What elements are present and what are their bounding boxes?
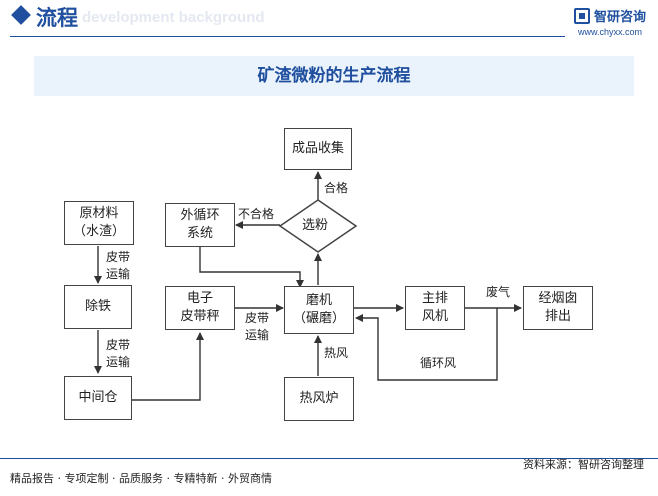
node-main-fan: 主排 风机 <box>405 286 465 330</box>
header-rule <box>10 36 565 37</box>
node-main-fan-line1: 主排 <box>421 291 448 306</box>
brand-logo-icon <box>573 7 590 24</box>
node-belt-scale: 电子 皮带秤 <box>165 286 235 330</box>
brand: 智研咨询 www.chyxx.com <box>573 6 646 37</box>
node-classifier-label: 选粉 <box>302 218 329 233</box>
node-hot-air-furnace-label: 热风炉 <box>299 391 339 406</box>
diagram-title: 矿渣微粉的生产流程 <box>34 56 634 96</box>
edge-label-belt-conveyor-2-line2: 运输 <box>106 355 131 369</box>
edge-label-belt-conveyor-1-line2: 运输 <box>106 267 131 281</box>
node-intermediate-silo-label: 中间仓 <box>78 390 118 405</box>
arrow-silo-to-scale <box>132 332 204 401</box>
node-chimney-line2: 排出 <box>544 309 571 324</box>
node-chimney: 经烟囱 排出 <box>523 286 593 330</box>
node-iron-removal-label: 除铁 <box>84 299 111 314</box>
node-external-circulation-line2: 系统 <box>186 226 213 241</box>
page-title: 流程 <box>36 6 78 30</box>
node-raw-material: 原材料 （水渣） <box>64 201 134 245</box>
edge-label-belt-conveyor-1-line1: 皮带 <box>106 250 131 264</box>
node-iron-removal: 除铁 <box>64 285 132 329</box>
header-watermark: development background <box>82 9 265 26</box>
node-finished-collection: 成品收集 <box>284 128 352 170</box>
node-finished-collection-label: 成品收集 <box>291 141 344 156</box>
edge-label-hot-air: 热风 <box>324 346 349 360</box>
edge-label-belt-conveyor-3-line1: 皮带 <box>245 311 270 325</box>
node-main-fan-line2: 风机 <box>421 309 448 324</box>
edge-label-belt-conveyor-3-line2: 运输 <box>245 328 270 342</box>
edge-label-qualified: 合格 <box>324 181 349 195</box>
brand-url: www.chyxx.com <box>577 27 642 37</box>
node-raw-material-line2: （水渣） <box>72 224 125 239</box>
edge-label-circulating-air: 循环风 <box>420 356 457 370</box>
classifier-diamond <box>278 199 358 253</box>
edge-label-belt-conveyor-2: 皮带 运输 <box>106 337 130 371</box>
node-external-circulation-line1: 外循环 <box>180 208 220 223</box>
brand-name: 智研咨询 <box>593 10 646 25</box>
node-belt-scale-line2: 皮带秤 <box>180 309 220 324</box>
footer-services: 精品报告 · 专项定制 · 品质服务 · 专精特新 · 外贸商情 <box>10 472 272 485</box>
edge-label-belt-conveyor-1: 皮带 运输 <box>106 249 130 283</box>
node-mill-line2: （碾磨） <box>292 311 345 326</box>
node-mill: 磨机 （碾磨） <box>284 286 354 334</box>
footer-source: 资料来源：智研咨询整理 <box>523 458 644 471</box>
arrow-recirculation-to-mill <box>355 308 498 381</box>
node-intermediate-silo: 中间仓 <box>64 376 132 420</box>
node-external-circulation: 外循环 系统 <box>165 203 235 247</box>
node-chimney-line1: 经烟囱 <box>538 291 578 306</box>
node-belt-scale-line1: 电子 <box>186 291 213 306</box>
edge-label-belt-conveyor-3: 皮带 运输 <box>245 310 269 344</box>
brand-logo-row: 智研咨询 <box>573 6 646 25</box>
edge-label-unqualified: 不合格 <box>238 207 275 221</box>
edge-label-belt-conveyor-2-line1: 皮带 <box>106 338 131 352</box>
footer-rule <box>0 458 658 459</box>
node-raw-material-line1: 原材料 <box>79 206 119 221</box>
edge-label-exhaust-gas: 废气 <box>486 285 511 299</box>
node-mill-line1: 磨机 <box>305 293 332 308</box>
arrow-external-to-mill <box>199 247 304 288</box>
node-hot-air-furnace: 热风炉 <box>284 377 354 421</box>
header: 流程 development background <box>0 0 658 40</box>
